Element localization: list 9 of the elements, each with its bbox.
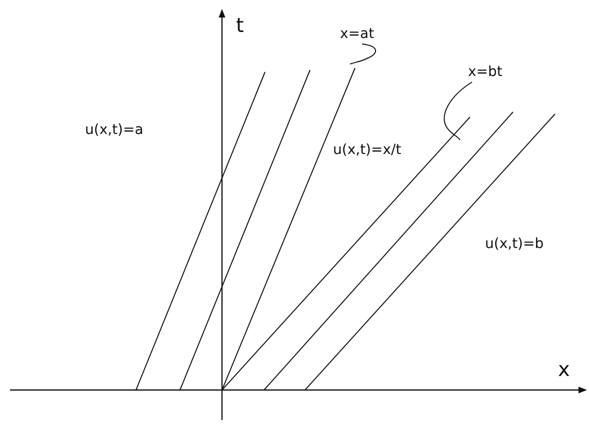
line-equation-label: x=at xyxy=(340,26,374,42)
leader-line xyxy=(444,82,472,140)
line-equation-label: x=bt xyxy=(468,64,502,80)
region-label: u(x,t)=x/t xyxy=(333,142,402,158)
region-label: u(x,t)=b xyxy=(485,236,544,252)
axis-label: x xyxy=(558,358,570,380)
leader-line xyxy=(350,44,376,64)
axis-label: t xyxy=(236,14,244,36)
region-label: u(x,t)=a xyxy=(85,122,144,138)
